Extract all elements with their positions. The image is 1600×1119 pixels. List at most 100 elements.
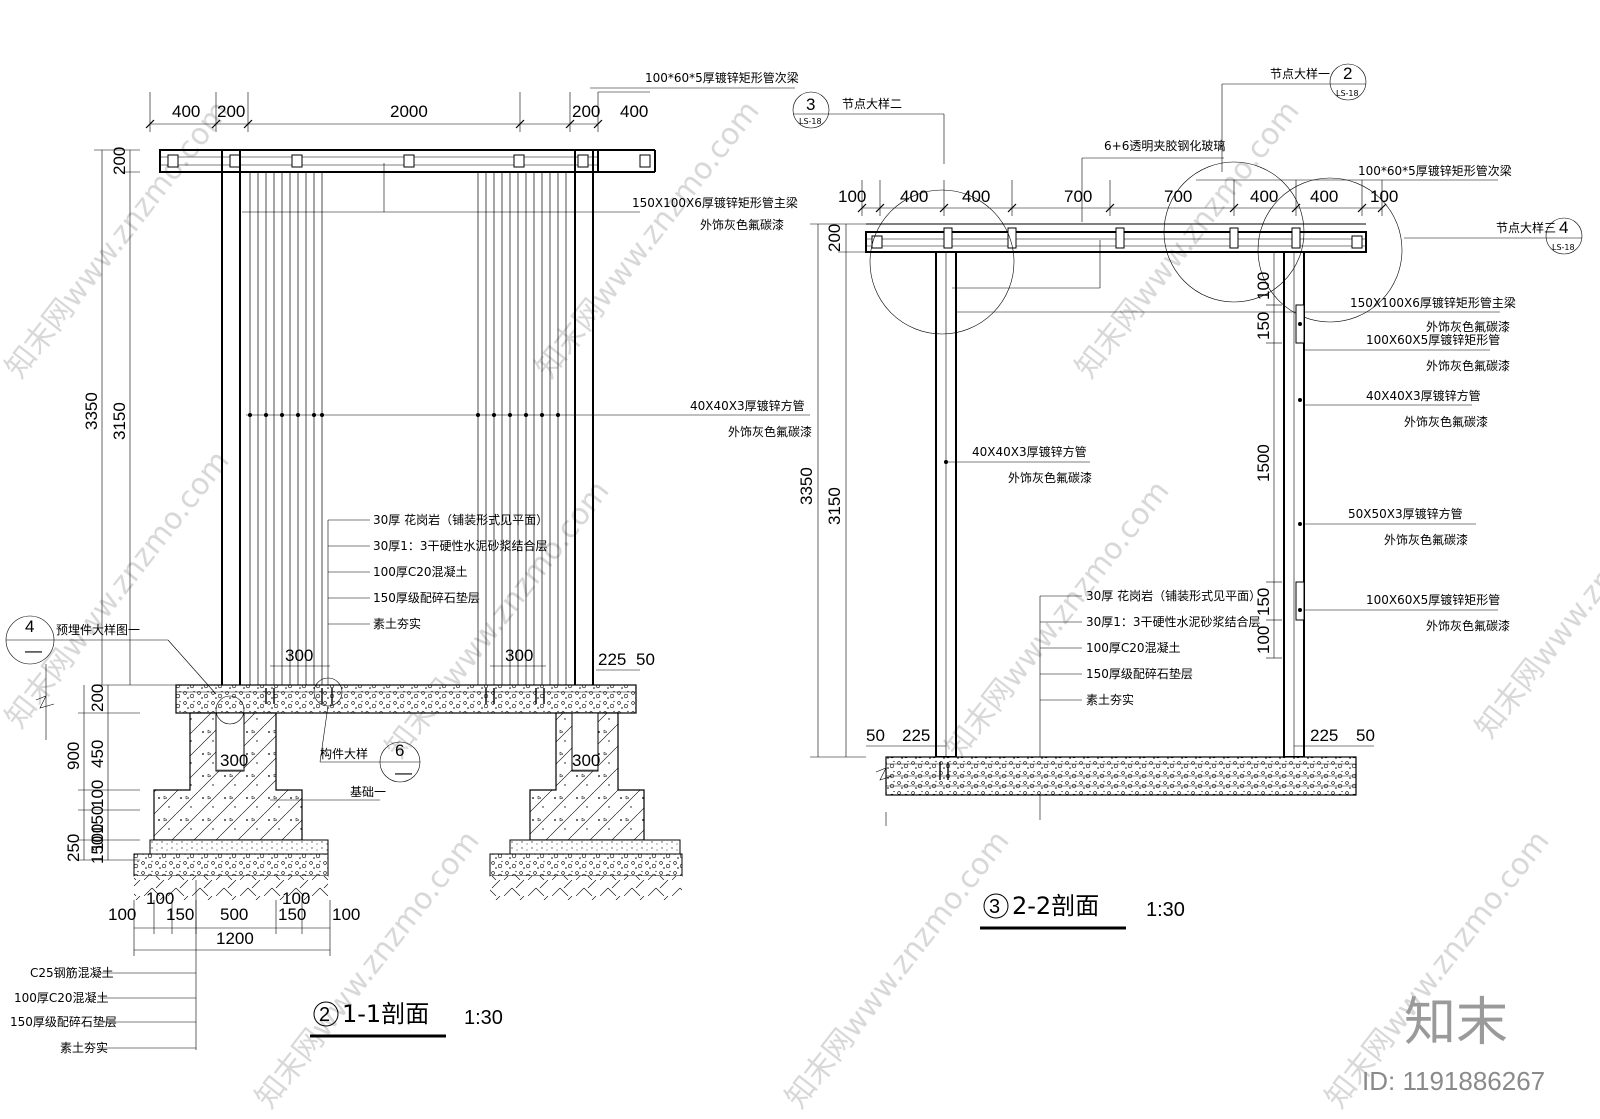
dim-100: 100	[332, 905, 360, 924]
column-left	[221, 149, 241, 691]
dim-300: 300	[572, 751, 600, 770]
dim-chain-bottom: 100 100 150 500 150 100 100 1200	[108, 889, 360, 956]
label-found-c20: 100厚C20混凝土	[14, 990, 109, 1005]
label-layer-soil-2: 素土夯实	[1086, 692, 1134, 707]
dim-100: 100	[88, 780, 107, 808]
label-found-soil: 素土夯实	[60, 1040, 108, 1055]
dim-200: 200	[825, 224, 844, 252]
label-rect-tube-1: 100X60X5厚镀锌矩形管	[1366, 332, 1500, 347]
label-sq40-left-finish: 外饰灰色氟碳漆	[1008, 471, 1092, 485]
label-secondary-beam: 100*60*5厚镀锌矩形管次梁	[645, 70, 799, 85]
watermark-text: 知末网www.znzmo.com	[779, 824, 1017, 1115]
dim-1500: 1500	[1254, 444, 1273, 482]
label-node2: 节点大样二	[842, 96, 902, 111]
dim-500: 500	[220, 905, 248, 924]
dim-100: 100	[838, 187, 866, 206]
dim-200: 200	[217, 102, 245, 121]
section-number: 2	[319, 1004, 330, 1026]
dim-2000: 2000	[390, 102, 428, 121]
label-square-tube: 40X40X3厚镀锌方管	[690, 398, 805, 413]
label-main-beam-finish-2: 外饰灰色氟碳漆	[1426, 320, 1510, 334]
label-layer-granite: 30厚 花岗岩（铺装形式见平面）	[373, 512, 548, 527]
label-rect-tube-1-finish: 外饰灰色氟碳漆	[1426, 359, 1510, 373]
dim-100: 100	[1254, 626, 1273, 654]
dim-3150: 3150	[110, 402, 129, 440]
label-sq50: 50X50X3厚镀锌方管	[1348, 506, 1463, 521]
dim-225: 225	[1310, 726, 1338, 745]
dim-400: 400	[1250, 187, 1278, 206]
label-glass: 6+6透明夹胶钢化玻璃	[1104, 138, 1225, 153]
label-layer-concrete-2: 100厚C20混凝土	[1086, 640, 1181, 655]
dim-400: 400	[172, 102, 200, 121]
bubble-sheet: LS-18	[1552, 243, 1575, 252]
dim-150: 150	[1254, 312, 1273, 340]
section-2-2: 2 LS-18 节点大样一 3 LS-18 节点大样二 4 LS-18 节点大样…	[792, 63, 1583, 930]
label-layer-concrete: 100厚C20混凝土	[373, 564, 468, 579]
bubble-number: 6	[395, 741, 404, 760]
footing-left: 300	[133, 695, 329, 900]
dim-225: 225	[902, 726, 930, 745]
detail-bubble	[1329, 63, 1367, 101]
label-secondary-beam-2: 100*60*5厚镀锌矩形管次梁	[1358, 163, 1512, 178]
label-layer-mortar-2: 30厚1：3干硬性水泥砂浆结合层	[1086, 614, 1261, 629]
dim-225: 225	[598, 650, 626, 669]
label-embed-detail: 预埋件大样图一	[56, 622, 140, 637]
brand-logo: 知末	[1404, 993, 1508, 1053]
dim-3350: 3350	[797, 467, 816, 505]
dim-100: 100	[146, 889, 174, 908]
dim-400: 400	[900, 187, 928, 206]
dim-300: 300	[220, 751, 248, 770]
section-scale-2: 1:30	[1146, 899, 1185, 921]
dim-150: 150	[166, 905, 194, 924]
watermark-text: 知末网www.znzmo.com	[529, 94, 767, 385]
watermark-text: 知末网www.znzmo.com	[0, 94, 237, 385]
label-sq50-finish: 外饰灰色氟碳漆	[1384, 533, 1468, 547]
label-layer-granite-2: 30厚 花岗岩（铺装形式见平面）	[1086, 588, 1261, 603]
dim-chain-right-2: 100 150 1500 150 100	[1254, 252, 1282, 659]
label-rect-tube-2-finish: 外饰灰色氟碳漆	[1426, 619, 1510, 633]
bubble-sheet: LS-18	[799, 117, 822, 126]
label-sq40: 40X40X3厚镀锌方管	[1366, 388, 1481, 403]
dim-400: 400	[1310, 187, 1338, 206]
dim-300: 300	[505, 646, 533, 665]
dim-50: 50	[1356, 726, 1375, 745]
dim-700: 700	[1064, 187, 1092, 206]
detail-bubble	[792, 91, 830, 129]
section-title: 1-1剖面	[342, 1000, 429, 1028]
label-node3: 节点大样三	[1496, 220, 1556, 235]
dim-150: 150	[88, 836, 107, 864]
label-sq40-finish: 外饰灰色氟碳漆	[1404, 415, 1488, 429]
bubble-sheet: —	[395, 763, 412, 782]
label-found-c25: C25钢筋混凝土	[30, 965, 114, 980]
dim-250: 250	[64, 834, 83, 862]
dim-1200: 1200	[216, 929, 254, 948]
dim-chain-top: 400 200 2000 200 400	[145, 91, 650, 132]
detail-bubble	[1545, 217, 1583, 255]
dim-200: 200	[110, 147, 129, 175]
label-main-beam-2: 150X100X6厚镀锌矩形管主梁	[1350, 295, 1516, 310]
dim-200: 200	[572, 102, 600, 121]
image-id: ID: 1191886267	[1362, 1066, 1545, 1096]
label-square-tube-finish: 外饰灰色氟碳漆	[728, 425, 812, 439]
main-beam	[159, 149, 599, 173]
dim-400: 400	[962, 187, 990, 206]
dim-200: 200	[88, 684, 107, 712]
dim-900: 900	[64, 742, 83, 770]
section-number-2: 3	[989, 896, 1000, 918]
bubble-number: 3	[806, 95, 815, 114]
dim-150: 150	[88, 806, 107, 834]
label-layer-gravel-2: 150厚级配碎石垫层	[1086, 666, 1193, 681]
dim-150: 150	[278, 905, 306, 924]
footing-right: 300	[489, 712, 683, 900]
section-title-2: 2-2剖面	[1012, 892, 1099, 920]
section-1-1: 400 200 2000 200 400 100*60*5厚镀锌矩形管次梁 15…	[5, 70, 812, 1055]
label-node1: 节点大样一	[1270, 66, 1330, 81]
paving-slab	[175, 684, 637, 714]
dim-100: 100	[88, 824, 107, 852]
dim-chain-top-2: 100 400 400 700 700 400 400 100	[838, 180, 1398, 216]
label-main-beam: 150X100X6厚镀锌矩形管主梁	[632, 195, 798, 210]
dim-100: 100	[282, 889, 310, 908]
label-layer-gravel: 150厚级配碎石垫层	[373, 590, 480, 605]
label-sq40-left: 40X40X3厚镀锌方管	[972, 444, 1087, 459]
